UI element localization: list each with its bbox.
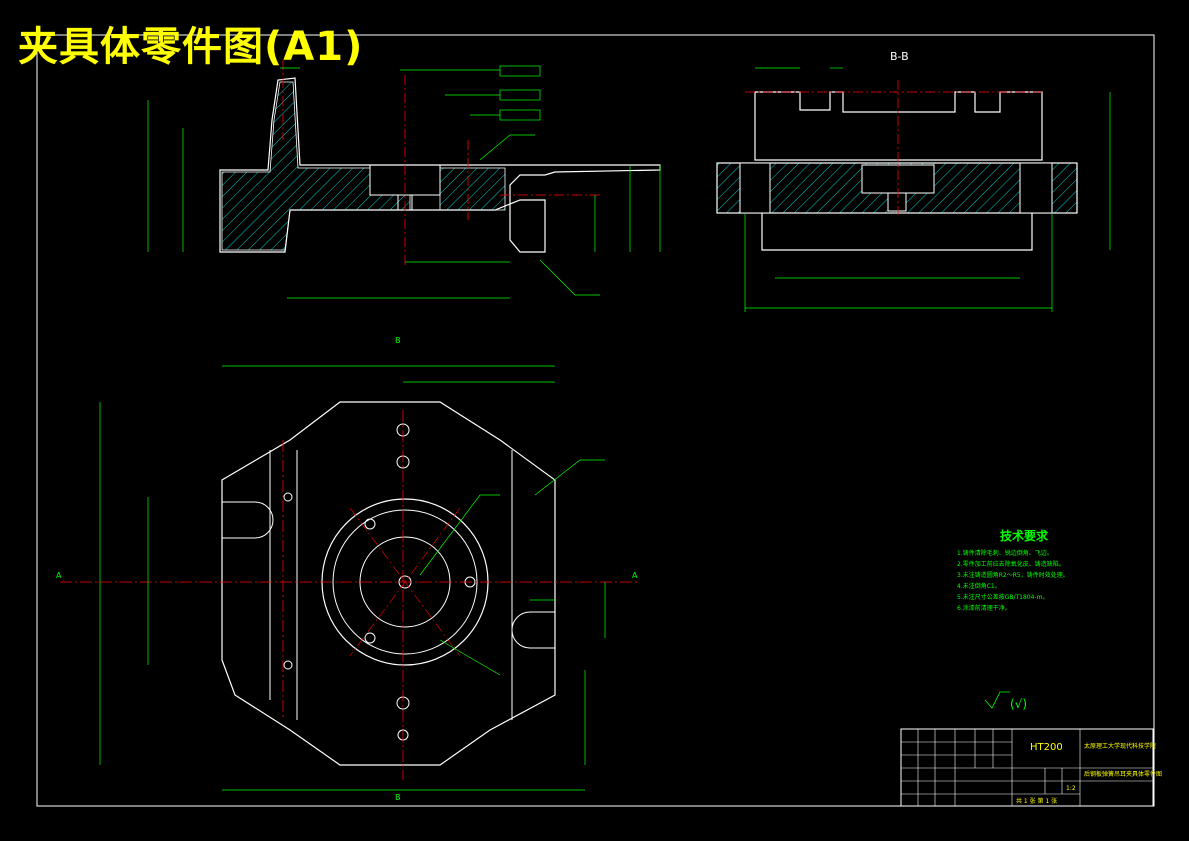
a-a-hatch-left <box>221 81 411 251</box>
view-b-b: B-B <box>716 50 1111 312</box>
drawing-name: 后钢板弹簧吊耳夹具体零件图 <box>1084 770 1162 778</box>
a-left-marker: A <box>56 571 62 580</box>
page-title: 夹具体零件图(A1) <box>18 24 364 70</box>
tech-item: 2.零件加工前应去除氧化皮、铸造缺陷。 <box>957 560 1065 568</box>
b-top-marker: B <box>395 336 401 345</box>
plan-view: A A B B <box>56 336 640 802</box>
a-a-hatch-mid <box>439 167 506 211</box>
tech-requirements: 技术要求 1.铸件清除毛刺、锐边倒角、飞边。 2.零件加工前应去除氧化皮、铸造缺… <box>957 528 1069 711</box>
material-label: HT200 <box>1030 742 1063 753</box>
roughness-note: (√) <box>1010 697 1027 711</box>
scale-value: 1:2 <box>1066 785 1076 792</box>
tech-item: 6.涂漆前清理干净。 <box>957 604 1011 612</box>
tech-item: 1.铸件清除毛刺、锐边倒角、飞边。 <box>957 549 1053 557</box>
view-a-a <box>147 60 661 299</box>
b-b-top-outline <box>754 91 1043 161</box>
tech-item: 3.未注铸造圆角R2～R5，铸件时效处理。 <box>957 571 1069 579</box>
a-right-marker: A <box>632 571 638 580</box>
tech-heading: 技术要求 <box>1000 528 1049 543</box>
plan-outline <box>221 401 556 766</box>
school-name: 太原理工大学现代科技学院 <box>1084 742 1156 750</box>
sheet-border <box>36 34 1155 807</box>
b-b-label: B-B <box>890 50 909 63</box>
tech-item: 5.未注尺寸公差按GB/T1804-m。 <box>957 593 1048 601</box>
sheet-count: 共 1 张 第 1 张 <box>1016 797 1057 805</box>
a-a-tolerance-frames <box>499 65 541 121</box>
b-bottom-marker: B <box>395 793 401 802</box>
tech-item: 4.未注倒角C1。 <box>957 582 1001 590</box>
title-block: HT200 太原理工大学现代科技学院 后钢板弹簧吊耳夹具体零件图 1:2 共 1… <box>900 728 1162 807</box>
